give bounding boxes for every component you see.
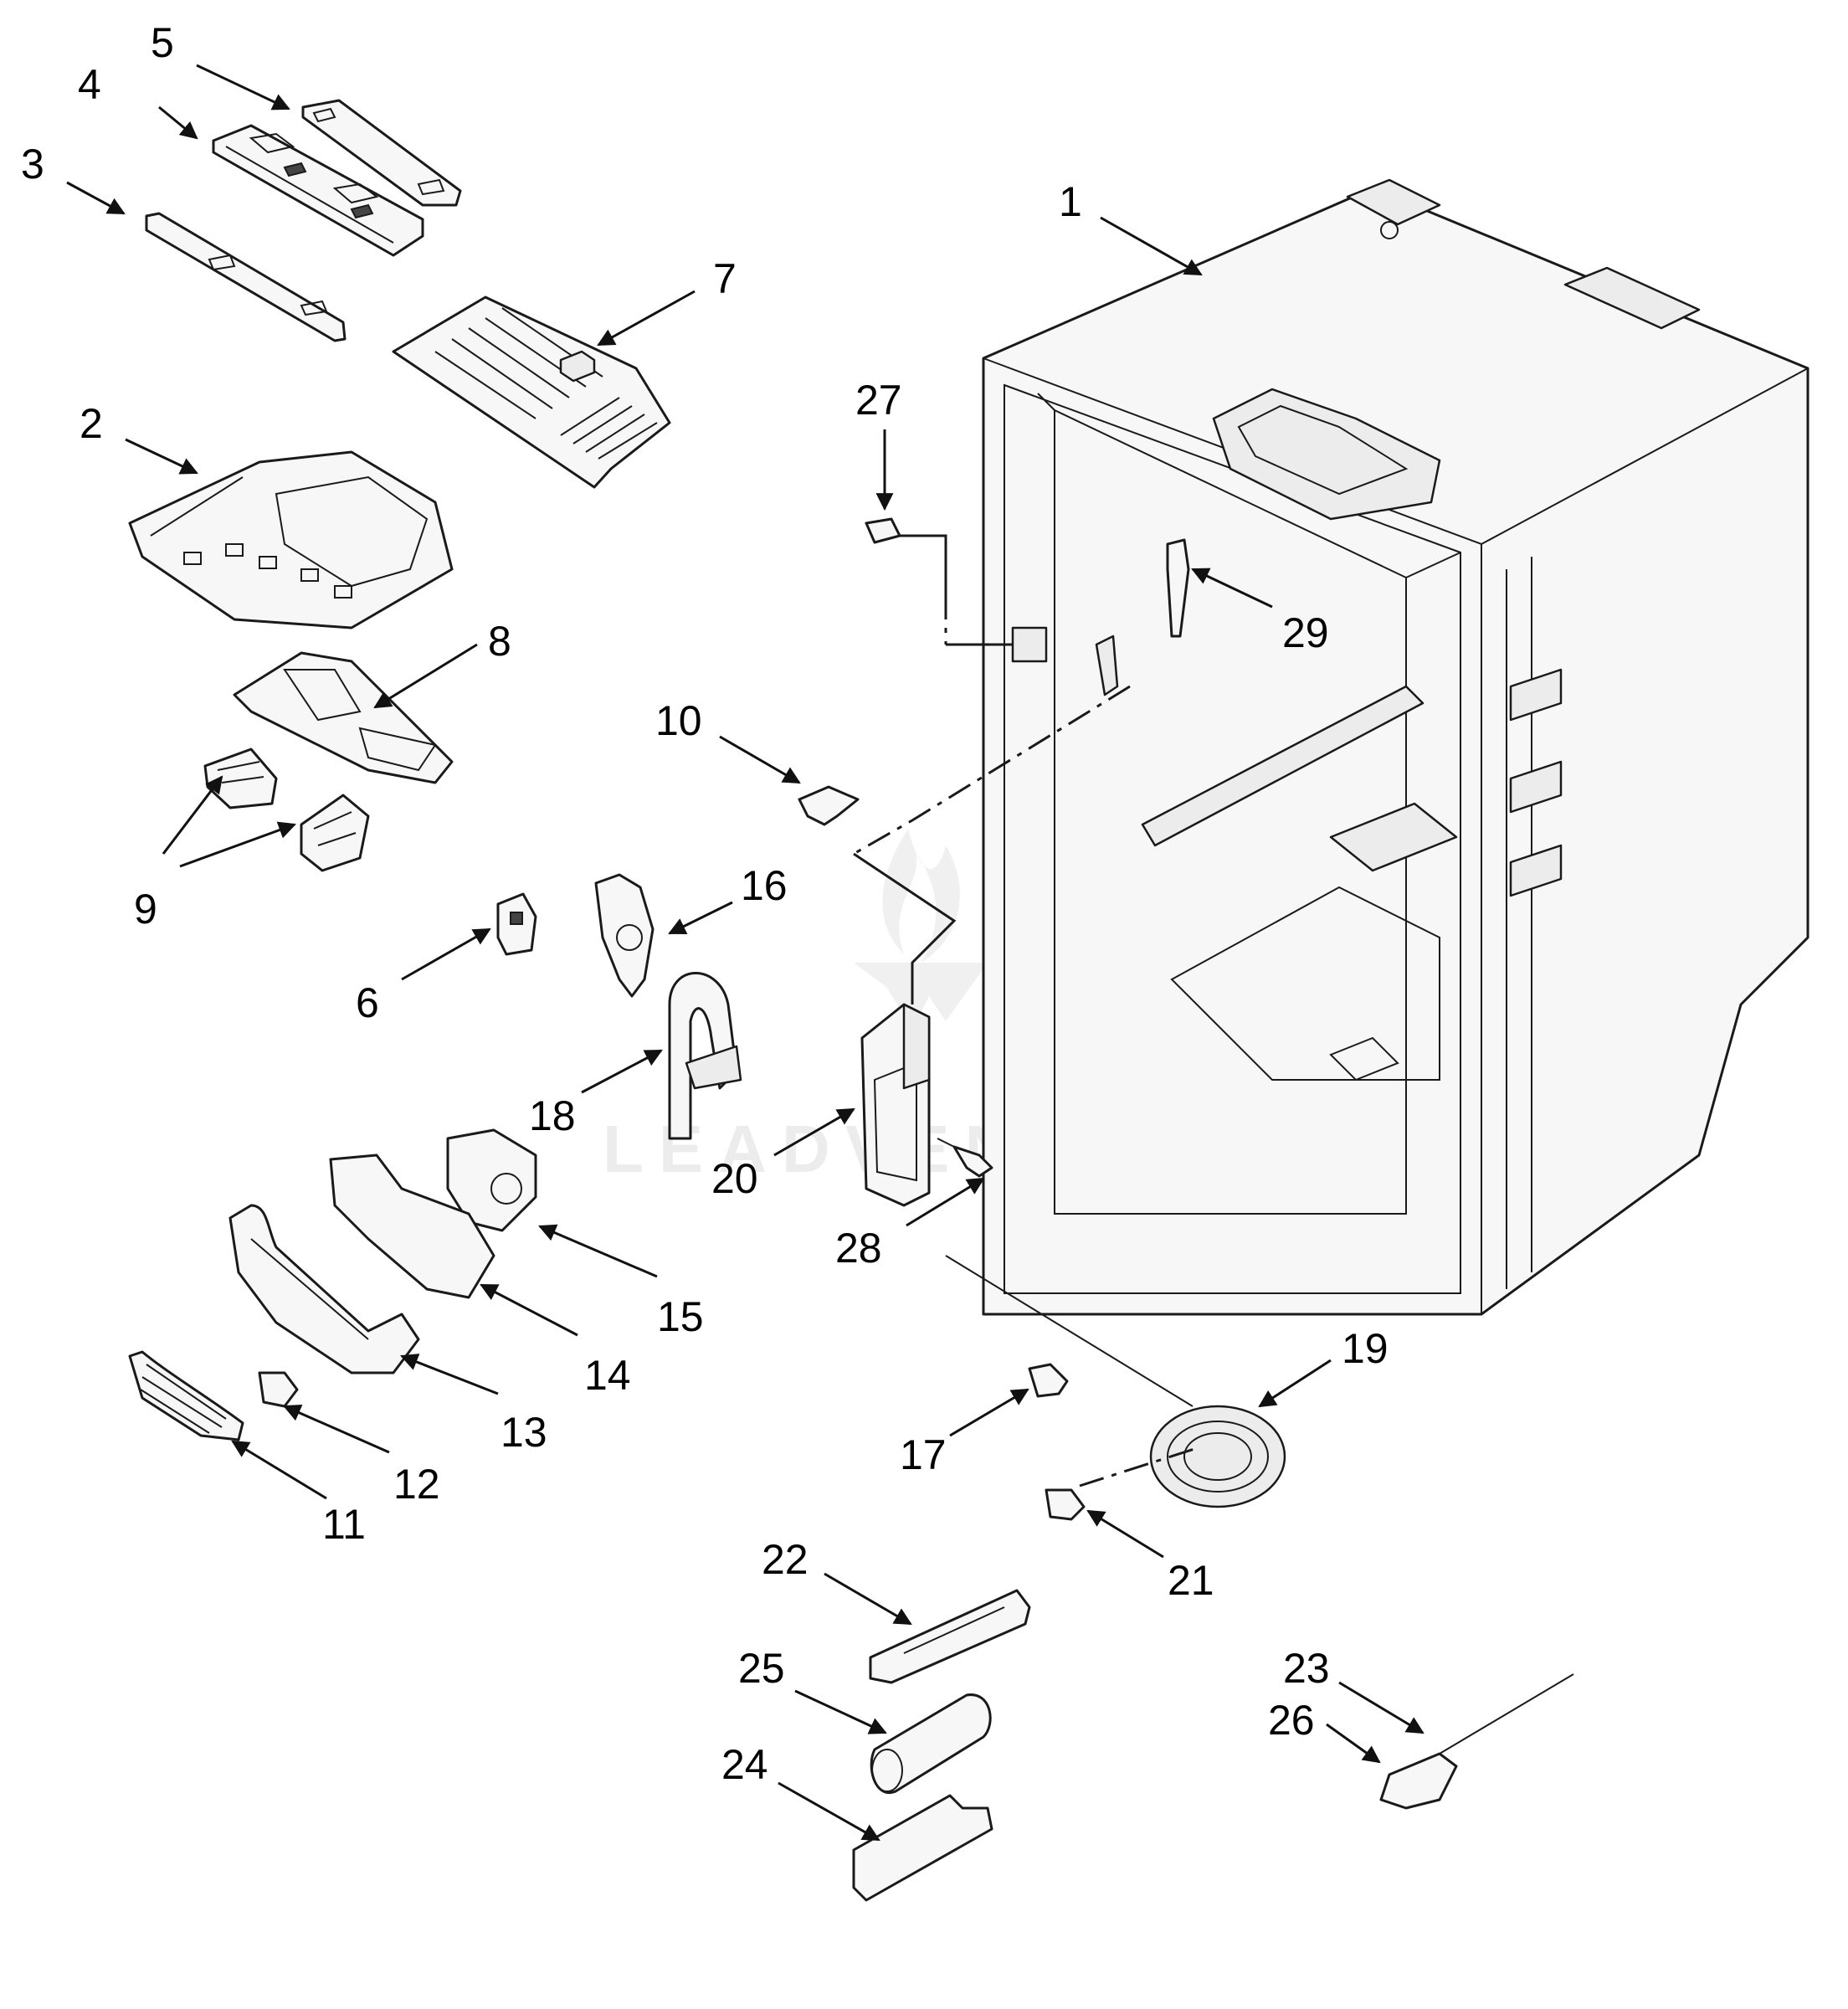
callout-15: 15 bbox=[657, 1293, 704, 1340]
callout-9: 9 bbox=[134, 886, 157, 933]
callout-11: 11 bbox=[322, 1501, 366, 1548]
part-28-screw bbox=[937, 1138, 993, 1178]
callout-labels: 1 2 3 4 5 6 7 8 9 10 11 12 13 14 15 16 1… bbox=[21, 19, 1389, 1788]
callout-5: 5 bbox=[151, 19, 174, 66]
part-11-grille bbox=[128, 1350, 244, 1441]
callout-13: 13 bbox=[501, 1409, 547, 1456]
part-25-filter bbox=[870, 1693, 992, 1795]
part-13-cover bbox=[228, 1204, 420, 1374]
part-15-valve bbox=[446, 1128, 537, 1232]
part-19-coil bbox=[945, 1255, 1286, 1508]
part-14-bezel bbox=[329, 1154, 495, 1299]
callout-21: 21 bbox=[1168, 1557, 1214, 1604]
callout-19: 19 bbox=[1342, 1325, 1389, 1372]
callout-7: 7 bbox=[713, 255, 737, 302]
part-7-evaporator-cover bbox=[392, 295, 671, 489]
callout-17: 17 bbox=[900, 1431, 947, 1478]
part-24-filter-cover bbox=[852, 1794, 993, 1902]
part-23-26-sensor bbox=[1379, 1673, 1574, 1810]
part-6-switch bbox=[496, 892, 537, 956]
callout-27: 27 bbox=[855, 377, 902, 424]
wiring bbox=[853, 534, 1131, 1004]
callout-4: 4 bbox=[78, 61, 101, 108]
callout-26: 26 bbox=[1268, 1697, 1315, 1744]
part-16-actuator bbox=[594, 873, 654, 998]
callout-24: 24 bbox=[721, 1741, 768, 1788]
part-5-bracket bbox=[301, 99, 462, 207]
part-4-control-housing bbox=[212, 124, 424, 257]
callout-16: 16 bbox=[741, 862, 788, 909]
part-20-housing bbox=[860, 1003, 931, 1207]
part-22-filter-housing bbox=[869, 1589, 1031, 1684]
callout-6: 6 bbox=[356, 979, 379, 1026]
watermark-flame-logo bbox=[854, 829, 988, 1030]
part-8-damper-housing bbox=[233, 651, 454, 784]
callout-8: 8 bbox=[488, 618, 511, 665]
leader-arrows bbox=[66, 64, 1424, 1842]
callout-10: 10 bbox=[655, 697, 702, 744]
part-17-fitting bbox=[1028, 1363, 1069, 1398]
callout-14: 14 bbox=[584, 1352, 631, 1399]
part-1-liner bbox=[982, 178, 1810, 1316]
callout-1: 1 bbox=[1059, 178, 1082, 225]
part-3-trim-strip bbox=[145, 212, 346, 342]
callout-25: 25 bbox=[738, 1645, 785, 1692]
part-18-tube bbox=[668, 972, 742, 1140]
callout-28: 28 bbox=[835, 1225, 882, 1272]
part-2-shroud bbox=[128, 450, 454, 629]
part-29-thermistor bbox=[1166, 538, 1190, 638]
callout-20: 20 bbox=[711, 1155, 758, 1202]
callout-29: 29 bbox=[1282, 609, 1329, 656]
part-12-screw bbox=[258, 1371, 299, 1408]
part-21-screw bbox=[1045, 1488, 1086, 1521]
callout-23: 23 bbox=[1283, 1645, 1330, 1692]
callout-2: 2 bbox=[80, 400, 103, 447]
part-27-connector bbox=[865, 517, 901, 544]
part-10-clip bbox=[798, 785, 860, 826]
callout-18: 18 bbox=[529, 1092, 576, 1139]
part-9-knobs bbox=[203, 748, 370, 872]
callout-22: 22 bbox=[762, 1536, 808, 1583]
callout-12: 12 bbox=[393, 1461, 440, 1508]
callout-3: 3 bbox=[21, 141, 44, 188]
